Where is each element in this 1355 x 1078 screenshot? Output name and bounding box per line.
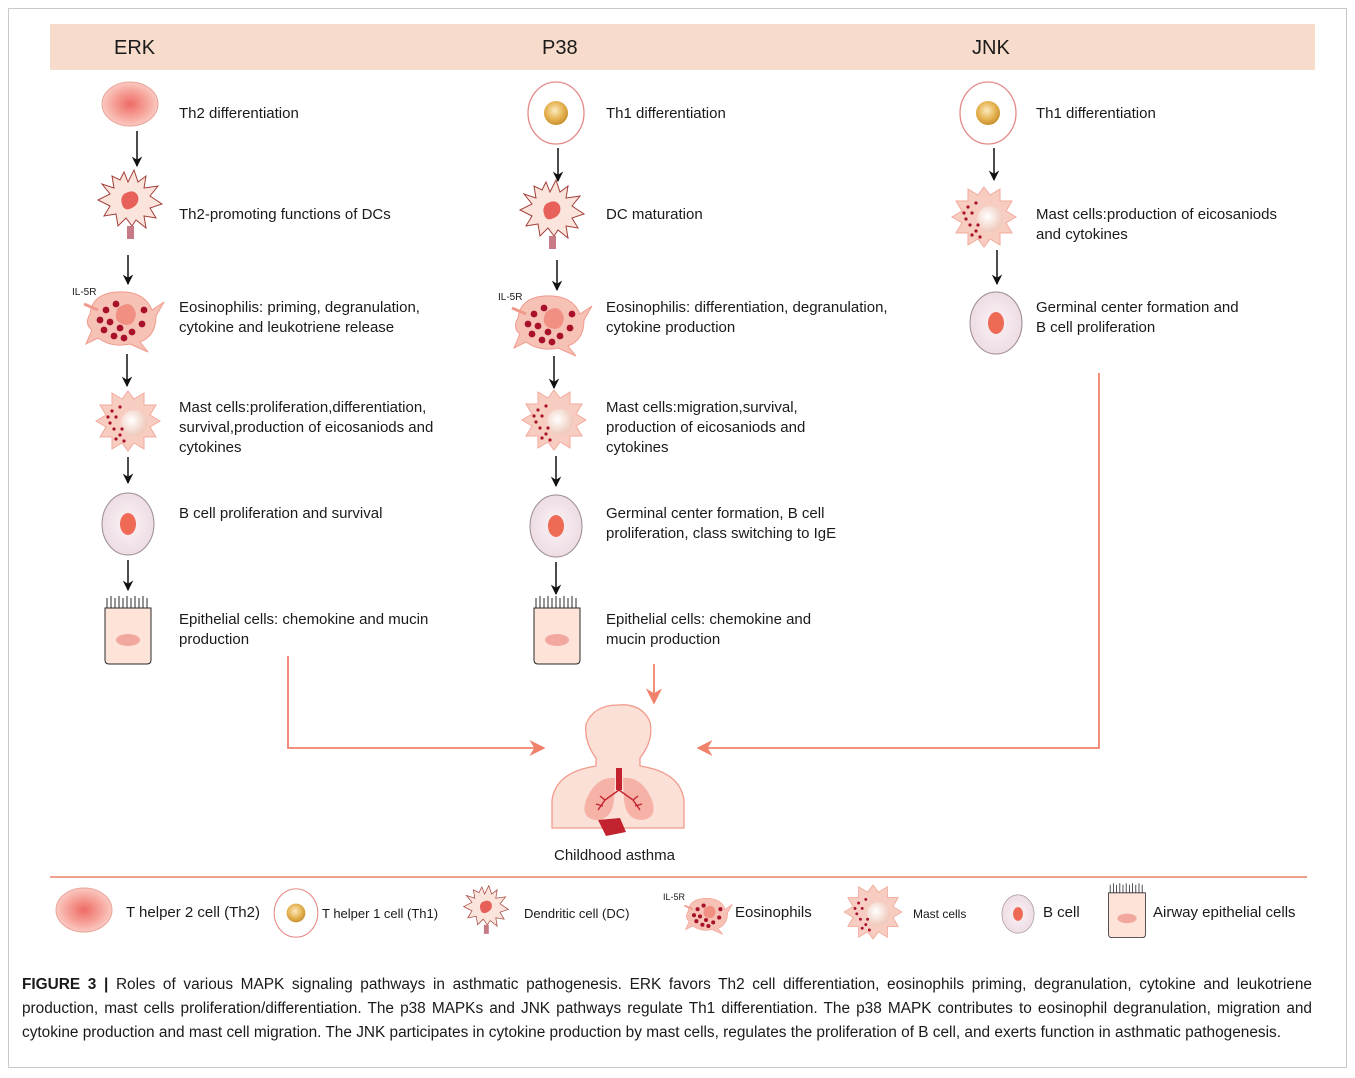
erk-stage-1-label: Th2 differentiation bbox=[179, 105, 299, 122]
jnk-th1-cell-icon bbox=[959, 81, 1017, 145]
figure-caption: FIGURE 3 | Roles of various MAPK signali… bbox=[22, 973, 1312, 1045]
p38-stage-6-label: Epithelial cells: chemokine and mucin pr… bbox=[606, 611, 812, 648]
p38-stage-4-label: Mast cells:migration,survival, productio… bbox=[606, 399, 806, 456]
erk-dendritic-cell-icon bbox=[97, 169, 163, 240]
erk-stage-3-label: Eosinophilis: priming, degranulation, cy… bbox=[179, 299, 420, 336]
erk-stage-6-label: Epithelial cells: chemokine and mucin pr… bbox=[179, 611, 429, 648]
figure-label: FIGURE 3 | bbox=[22, 976, 109, 993]
legend-dc-label: Dendritic cell (DC) bbox=[524, 906, 630, 921]
p38-column-title: P38 bbox=[542, 37, 578, 59]
erk-stage-2-label: Th2-promoting functions of DCs bbox=[179, 206, 391, 223]
human-lungs-icon bbox=[551, 704, 685, 836]
erk-epithelial-cell-icon bbox=[104, 595, 152, 665]
p38-stage-3-label: Eosinophilis: differentiation, degranula… bbox=[606, 299, 888, 336]
jnk-stage-3-label: Germinal center formation and B cell pro… bbox=[1036, 299, 1239, 336]
erk-stage-4-label: Mast cells:proliferation,differentiation… bbox=[179, 399, 434, 456]
legend-eosinophil-label: Eosinophils bbox=[735, 904, 812, 921]
erk-il5r-label: IL-5R bbox=[72, 287, 96, 298]
legend-divider bbox=[50, 876, 1307, 878]
p38-stage-2-label: DC maturation bbox=[606, 206, 703, 223]
jnk-column-title: JNK bbox=[972, 37, 1010, 59]
p38-mast-cell-icon bbox=[521, 389, 587, 451]
caption-text: Roles of various MAPK signaling pathways… bbox=[22, 976, 1312, 1041]
legend-epithelial-label: Airway epithelial cells bbox=[1153, 904, 1296, 921]
jnk-stage-2-label: Mast cells:production of eicosaniods and… bbox=[1036, 206, 1277, 243]
p38-dendritic-cell-icon bbox=[519, 179, 585, 250]
p38-b-cell-icon bbox=[529, 494, 583, 558]
p38-stage-5-label: Germinal center formation, B cell prolif… bbox=[606, 505, 837, 542]
jnk-mast-cell-icon bbox=[951, 186, 1017, 248]
erk-th2-cell-icon bbox=[101, 81, 159, 127]
erk-eosinophil-icon bbox=[82, 290, 166, 354]
outcome-label: Childhood asthma bbox=[554, 847, 675, 864]
pathway-header-band bbox=[50, 24, 1315, 70]
erk-b-cell-icon bbox=[101, 492, 155, 556]
erk-column-title: ERK bbox=[114, 37, 156, 59]
erk-stage-5-label: B cell proliferation and survival bbox=[179, 505, 383, 522]
p38-il5r-label: IL-5R bbox=[498, 292, 522, 303]
erk-mast-cell-icon bbox=[95, 390, 161, 452]
jnk-stage-1-label: Th1 differentiation bbox=[1036, 105, 1156, 122]
p38-epithelial-cell-icon bbox=[533, 595, 581, 665]
p38-th1-cell-icon bbox=[527, 81, 585, 145]
legend-mast-cell-label: Mast cells bbox=[913, 907, 967, 921]
erk-to-asthma-arrow bbox=[287, 656, 546, 757]
jnk-to-asthma-arrow bbox=[696, 373, 1100, 757]
jnk-b-cell-icon bbox=[969, 291, 1023, 355]
legend-th2-label: T helper 2 cell (Th2) bbox=[126, 904, 260, 921]
figure-frame bbox=[8, 8, 1347, 1068]
legend-th1-label: T helper 1 cell (Th1) bbox=[322, 906, 439, 921]
p38-stage-1-label: Th1 differentiation bbox=[606, 105, 726, 122]
p38-eosinophil-icon bbox=[510, 294, 594, 358]
legend-b-cell-label: B cell bbox=[1043, 904, 1080, 921]
